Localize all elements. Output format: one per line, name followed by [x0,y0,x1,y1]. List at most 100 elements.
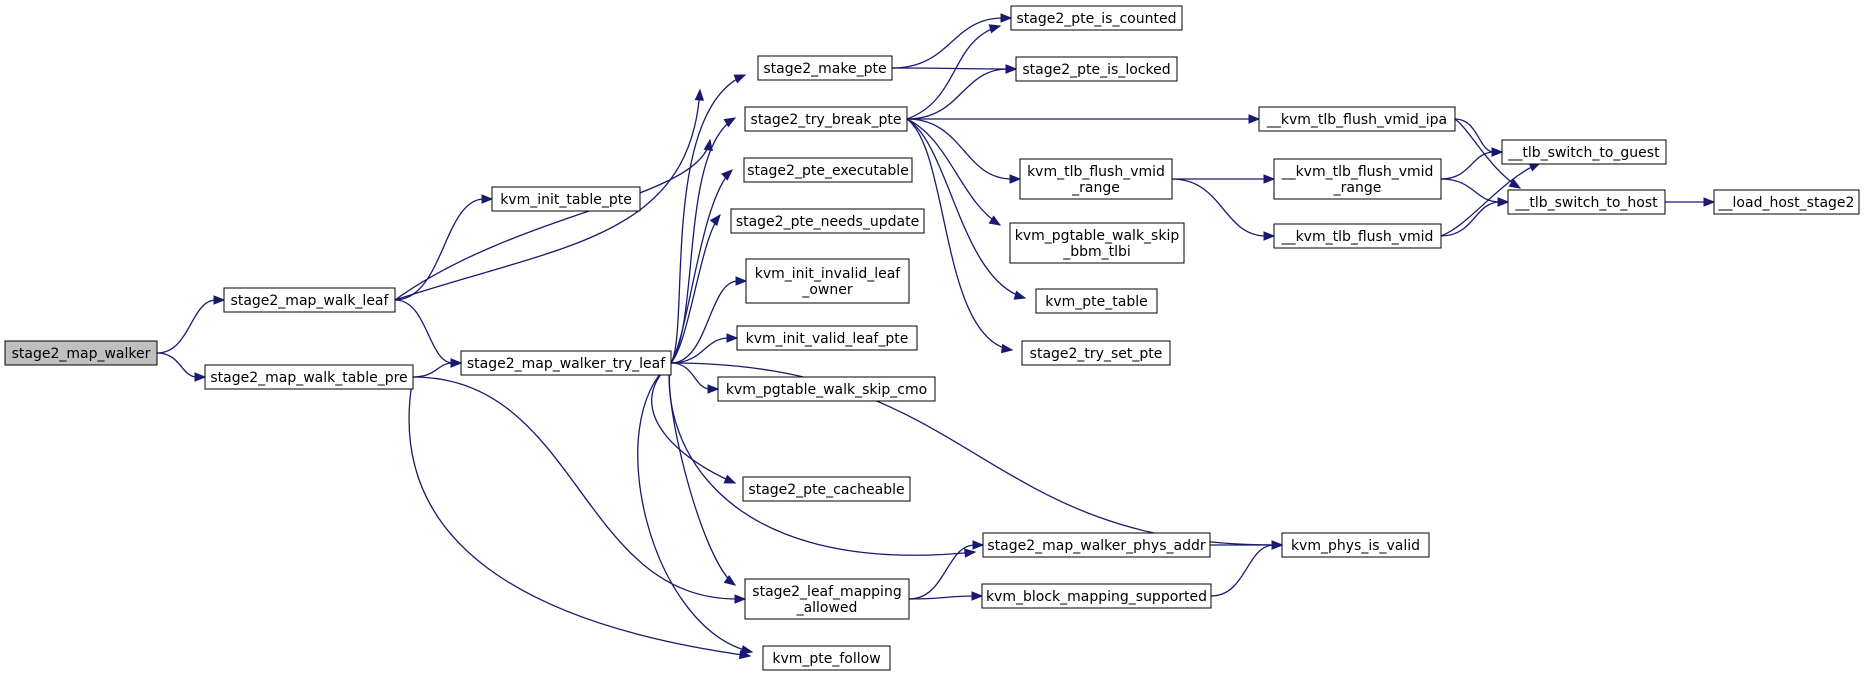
node-box [1015,56,1178,82]
node-box [1281,532,1430,558]
node-kvm-tlb-flush-vmid-ipa[interactable]: __kvm_tlb_flush_vmid_ipa [1258,106,1456,132]
call-edge-line [906,118,1013,180]
node-label: stage2_map_walker_try_leaf [467,356,666,372]
call-edge [907,114,1261,124]
call-edge [670,74,747,364]
node-kvm-block-mapping-supported[interactable]: kvm_block_mapping_supported [981,583,1212,609]
call-edge [394,88,705,301]
node-box [744,106,908,132]
node-kvm-init-invalid-leaf-owner[interactable]: kvm_init_invalid_leaf_owner [745,258,910,304]
call-edge-line [394,198,485,301]
node-stage2-map-walk-leaf[interactable]: stage2_map_walk_leaf [223,287,396,313]
node-label: stage2_try_break_pte [751,112,902,128]
node-kvm-init-valid-leaf-pte[interactable]: kvm_init_valid_leaf_pte [736,325,918,351]
call-graph-edges [156,13,1716,660]
call-edge-line [670,214,721,364]
node-label: __load_host_stage2 [1718,195,1855,211]
node-label: kvm_pgtable_walk_skip [1015,228,1180,244]
node-stage2-pte-executable[interactable]: stage2_pte_executable [743,157,913,183]
call-edge [1172,174,1276,184]
call-edge [891,13,1013,69]
node-tlb-switch-to-host[interactable]: __tlb_switch_to_host [1507,189,1666,215]
node-label: stage2_try_set_pte [1030,346,1163,362]
call-edge [394,299,463,368]
node-stage2-try-break-pte[interactable]: stage2_try_break_pte [744,106,908,132]
call-edge-line [1454,118,1495,153]
call-edge-line [906,118,1001,226]
arrowhead-icon [1508,178,1522,189]
node-box [730,208,925,234]
arrowhead-icon [1263,231,1276,241]
call-edge [670,276,748,364]
node-stage2-map-walker-try-leaf[interactable]: stage2_map_walker_try_leaf [460,350,672,376]
arrowhead-icon [721,169,733,181]
call-edge-line [1210,544,1275,597]
node-box [1019,158,1173,200]
node-box [1501,139,1667,165]
node-label: stage2_make_pte [763,61,886,77]
node-stage2-pte-needs-update[interactable]: stage2_pte_needs_update [730,208,925,234]
node-stage2-map-walk-table-pre[interactable]: stage2_map_walk_table_pre [204,364,414,390]
node-kvm-phys-is-valid[interactable]: kvm_phys_is_valid [1281,532,1430,558]
node-kvm-pgtable-walk-skip-bbm-tlbi[interactable]: kvm_pgtable_walk_skip_bbm_tlbi [1009,222,1185,264]
call-edge [670,169,733,364]
node-stage2-pte-is-locked[interactable]: stage2_pte_is_locked [1015,56,1178,82]
arrowhead-icon [1000,343,1014,354]
node-kvm-tlb-flush-vmid[interactable]: __kvm_tlb_flush_vmid [1273,223,1442,249]
node-stage2-try-set-pte[interactable]: stage2_try_set_pte [1021,340,1171,366]
call-edge-line [394,139,711,301]
node-stage2-map-walker-phys-addr[interactable]: stage2_map_walker_phys_addr [982,532,1211,558]
node-label: kvm_pte_follow [772,651,880,667]
node-label: stage2_map_walker_phys_addr [987,538,1205,554]
arrowhead-icon [735,276,748,286]
node-label: kvm_phys_is_valid [1291,538,1420,554]
node-stage2-pte-cacheable[interactable]: stage2_pte_cacheable [742,476,911,502]
call-edge-line [408,376,751,657]
node-kvm-pgtable-walk-skip-cmo[interactable]: kvm_pgtable_walk_skip_cmo [717,376,936,402]
call-edge [906,118,1022,184]
arrowhead-icon [723,575,737,586]
node-box [745,258,910,304]
node-label: kvm_init_invalid_leaf [755,266,902,282]
node-label: _range [1071,180,1120,196]
node-box [1273,158,1442,200]
node-load-host-stage2[interactable]: __load_host_stage2 [1713,189,1860,215]
arrowhead-icon [694,88,705,101]
node-kvm-pte-table[interactable]: kvm_pte_table [1035,288,1158,314]
node-kvm-init-table-pte[interactable]: kvm_init_table_pte [491,186,641,212]
node-kvm-tlb-flush-vmid-range[interactable]: __kvm_tlb_flush_vmid_range [1273,158,1442,200]
call-edge [651,362,737,484]
node-stage2-make-pte[interactable]: stage2_make_pte [757,55,893,81]
node-stage2-pte-is-counted[interactable]: stage2_pte_is_counted [1010,5,1183,31]
node-stage2-map-walker[interactable]: stage2_map_walker [4,340,158,366]
node-stage2-leaf-mapping-allowed[interactable]: stage2_leaf_mapping_allowed [744,578,910,620]
call-edge-line [1454,118,1521,189]
node-box [4,340,158,366]
call-edge-line [1171,178,1267,237]
call-edge-line [156,352,198,378]
arrowhead-icon [709,213,721,227]
arrowhead-icon [988,215,1002,226]
node-box [491,186,641,212]
call-edge-line [670,169,733,364]
node-tlb-switch-to-guest[interactable]: __tlb_switch_to_guest [1501,139,1667,165]
arrowhead-icon [1009,174,1022,184]
node-label: __kvm_tlb_flush_vmid_ipa [1266,112,1447,128]
node-kvm-tlb-flush-vmid-range[interactable]: kvm_tlb_flush_vmid_range [1019,158,1173,200]
arrowhead-icon [1491,147,1504,157]
node-box [223,287,396,313]
node-label: __kvm_tlb_flush_vmid [1281,164,1434,180]
node-label: _allowed [796,600,858,616]
node-label: stage2_map_walk_table_pre [210,370,407,386]
call-edge-line [394,299,454,364]
call-edge-line [670,362,711,390]
arrowhead-icon [481,194,494,204]
arrowhead-icon [734,594,747,604]
arrowhead-icon [213,295,226,305]
call-edge-line [670,74,746,364]
node-kvm-pte-follow[interactable]: kvm_pte_follow [762,645,891,671]
arrowhead-icon [450,358,463,368]
node-box [717,376,936,402]
arrowhead-icon [1013,290,1027,300]
call-edge [1454,118,1522,189]
